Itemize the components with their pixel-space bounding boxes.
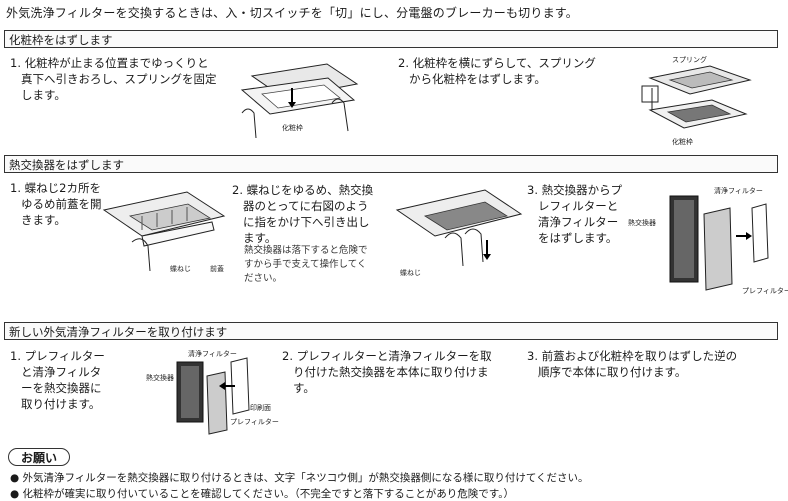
label-frame-2: 化粧枠 [672, 138, 693, 146]
label-clean-filter-2: 清浄フィルター [188, 350, 237, 358]
step-2-3: 3. 熱交換器からプ レフィルターと 清浄フィルター をはずします。 [527, 183, 623, 245]
label-spring: スプリング [672, 56, 707, 64]
label-marking: 印刷面 [250, 404, 271, 412]
label-front-cover: 前蓋 [210, 265, 224, 273]
step-1-1: 1. 化粧枠が止まる位置までゆっくりと 真下へ引きおろし、スプリングを固定 しま… [10, 56, 217, 102]
request-bullet-1: ● 外気清浄フィルターを熱交換器に取り付けるときは、文字「ネツコウ側」が熱交換器… [10, 472, 589, 484]
label-exchanger-1: 熱交換器 [628, 219, 656, 227]
exchanger-pull-illustration [395, 189, 523, 267]
step-2-2: 2. 蝶ねじをゆるめ、熱交換 器のとってに右図のよう に指をかけ下へ引き出し ま… [232, 183, 374, 245]
label-prefilter-1: プレフィルター [742, 287, 788, 295]
step-2-2-caution: 熱交換器は落下すると危険で すから手で支えて操作してく ださい。 [244, 245, 368, 284]
request-badge: お願い [8, 448, 70, 466]
step-1-2: 2. 化粧枠を横にずらして、スプリング から化粧枠をはずします。 [398, 56, 596, 86]
label-frame-1: 化粧枠 [282, 124, 303, 132]
label-wingnut-2: 蝶ねじ [400, 269, 421, 277]
label-prefilter-2: プレフィルター [230, 418, 279, 426]
step-3-2: 2. プレフィルターと清浄フィルターを取 り付けた熱交換器を本体に取り付けま す… [282, 349, 492, 395]
front-cover-open-illustration [102, 191, 226, 272]
section-header-install-filter: 新しい外気清浄フィルターを取り付けます [4, 322, 778, 340]
step-3-1: 1. プレフィルター と清浄フィルタ ーを熱交換器に 取り付けます。 [10, 349, 105, 411]
section-header-remove-exchanger: 熱交換器をはずします [4, 155, 778, 173]
filters-install-illustration [176, 357, 250, 435]
label-wingnut-1: 蝶ねじ [170, 265, 191, 273]
label-exchanger-2: 熱交換器 [146, 374, 174, 382]
step-3-3: 3. 前蓋および化粧枠を取りはずした逆の 順序で本体に取り付けます。 [527, 349, 738, 379]
section-header-remove-frame: 化粧枠をはずします [4, 30, 778, 48]
step-2-1: 1. 蝶ねじ2カ所を ゆるめ前蓋を開 きます。 [10, 181, 102, 227]
frame-lower-illustration [240, 63, 359, 139]
filters-remove-illustration [669, 195, 769, 291]
top-warning-note: 外気洗浄フィルターを交換するときは、入・切スイッチを「切」にし、分電盤のブレーカ… [6, 6, 578, 20]
frame-remove-illustration [641, 65, 752, 129]
label-clean-filter-1: 清浄フィルター [714, 187, 763, 195]
request-bullet-2: ● 化粧枠が確実に取り付いていることを確認してください。（不完全ですと落下するこ… [10, 488, 515, 500]
